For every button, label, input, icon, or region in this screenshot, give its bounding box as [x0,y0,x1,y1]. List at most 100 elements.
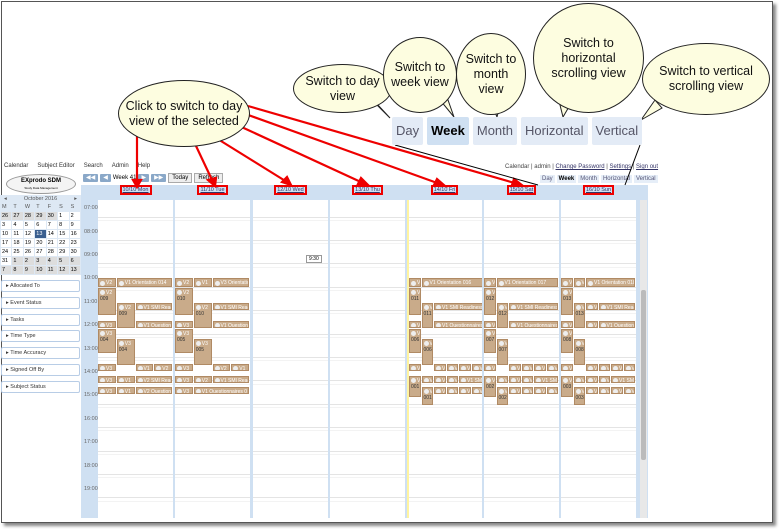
calendar-event[interactable]: V2 [175,278,193,287]
calendar-event[interactable]: V1 [496,375,508,383]
calendar-day[interactable]: 10 [35,266,46,274]
calendar-event[interactable]: V1 [434,375,446,383]
calendar-day[interactable]: 3 [35,257,46,265]
calendar-event[interactable]: V1 Questionnaires [212,320,249,328]
calendar-day[interactable]: 8 [12,266,23,274]
calendar-day[interactable]: 27 [12,212,23,220]
calendar-day[interactable]: 30 [69,248,80,256]
calendar-day[interactable]: 5 [58,257,69,265]
day-header-link[interactable]: 10/10 Mon [98,185,173,195]
filter-signed-off-by[interactable]: ▸ Signed Off By [1,363,80,376]
calendar-day[interactable]: 28 [23,212,35,220]
calendar-day[interactable]: 10 [1,230,12,238]
sign-out-link[interactable]: Sign out [636,164,659,170]
calendar-event[interactable]: V1007 [484,328,496,354]
day-header-label[interactable]: 11/10 Tue [197,185,228,195]
tab-horizontal[interactable]: Horizontal [600,175,632,183]
calendar-event[interactable]: V1 [231,363,249,371]
calendar-day[interactable]: 2 [69,212,80,220]
calendar-event[interactable]: V1 [446,375,458,383]
calendar-event[interactable]: V1006 [409,328,421,354]
calendar-event[interactable]: V1 [534,387,546,395]
calendar-event[interactable]: V3 [98,387,116,395]
calendar-event[interactable]: V1 SMI Readiness [135,302,172,310]
calendar-day[interactable]: 7 [1,266,12,274]
calendar-event[interactable]: V1 Orientation 014 [116,278,172,287]
calendar-day[interactable]: 22 [58,239,69,247]
tab-month[interactable]: Month [578,175,599,183]
calendar-day[interactable]: 2 [23,257,35,265]
calendar-event[interactable]: V1002 [496,387,508,405]
day-header-label[interactable]: 14/10 Fri [430,185,459,195]
calendar-event[interactable]: V1012 [484,287,496,315]
calendar-event[interactable]: V1 [623,363,635,371]
calendar-day[interactable]: 4 [12,221,23,229]
big-tab-month[interactable]: Month [472,117,517,145]
calendar-event[interactable]: V1006 [421,339,433,365]
calendar-event[interactable]: V1002 [484,375,496,397]
calendar-event[interactable]: V1 [623,387,635,395]
menu-subject-editor[interactable]: Subject Editor [37,163,75,169]
calendar-event[interactable]: V1 [484,278,496,287]
calendar-event[interactable]: V1 [586,320,598,328]
calendar-event[interactable]: V1 [586,302,598,310]
calendar-event[interactable]: V1 [459,363,471,371]
calendar-day[interactable]: 16 [69,230,80,238]
calendar-event[interactable]: V1013 [561,287,573,315]
refresh-button[interactable]: Refresh [194,173,224,183]
calendar-event[interactable]: V3 [98,320,116,328]
tab-day[interactable]: Day [540,175,555,183]
calendar-day[interactable]: 20 [35,239,46,247]
filter-time-accuracy[interactable]: ▸ Time Accuracy [1,347,80,360]
calendar-event[interactable]: V1 Orientation 018 [586,278,635,287]
calendar-event[interactable]: V1 [484,363,496,371]
day-header-link[interactable]: 11/10 Tue [175,185,250,195]
filter-subject-status[interactable]: ▸ Subject Status [1,380,80,393]
calendar-day[interactable]: 9 [69,221,80,229]
calendar-day[interactable]: 19 [23,239,35,247]
calendar-day[interactable]: 25 [12,248,23,256]
day-column[interactable]: V1V1V1 Orientation 018V1013V1013V1V1 SMI… [561,200,636,518]
calendar-event[interactable]: V1 [135,363,154,371]
calendar-event[interactable]: V1 [446,387,458,395]
calendar-event[interactable]: V1 [598,363,610,371]
calendar-day[interactable]: 7 [46,221,58,229]
calendar-event[interactable]: V1 [598,375,610,383]
calendar-day[interactable]: 12 [58,266,69,274]
tab-week[interactable]: Week [556,175,577,183]
tab-vertical[interactable]: Vertical [633,175,658,183]
calendar-event[interactable]: V1 [598,387,610,395]
calendar-event[interactable]: V1003 [573,387,585,405]
calendar-event[interactable]: V2 [212,363,231,371]
calendar-event[interactable]: V1 [561,278,573,287]
change-password-link[interactable]: Change Password [555,164,605,170]
day-header-label[interactable]: 16/10 Sun [582,185,615,195]
calendar-event[interactable]: V1 SMI Readiness [212,302,249,310]
calendar-event[interactable]: V1 [409,278,421,287]
calendar-day[interactable]: 13 [35,230,46,238]
calendar-day[interactable]: 14 [46,230,58,238]
calendar-event[interactable]: V1 [521,363,533,371]
calendar-event[interactable]: V1008 [573,339,585,365]
calendar-event[interactable]: V1 [561,363,573,371]
calendar-event[interactable]: V1 SMI Readiness [434,302,482,310]
calendar-event[interactable]: V1 [116,375,135,383]
calendar-event[interactable]: V1 [421,375,433,383]
calendar-event[interactable]: V1001 [409,375,421,397]
calendar-day[interactable]: 1 [58,212,69,220]
calendar-day[interactable]: 4 [46,257,58,265]
day-column[interactable]: V1V1 Orientation 016V1011V1011V1 SMI Rea… [407,200,482,518]
big-tab-week[interactable]: Week [427,117,469,145]
calendar-event[interactable]: V3 [98,363,116,371]
calendar-day[interactable]: 26 [1,212,12,220]
calendar-event[interactable]: V1 [611,387,623,395]
calendar-event[interactable]: V1 [509,387,521,395]
last-week-button[interactable]: ▶▶ [151,174,167,182]
prev-month-button[interactable]: ◂ [4,196,7,202]
calendar-event[interactable]: V1 [509,363,521,371]
calendar-day[interactable]: 12 [23,230,35,238]
calendar-link[interactable]: Calendar [505,164,530,170]
filter-tasks[interactable]: ▸ Tasks [1,313,80,326]
